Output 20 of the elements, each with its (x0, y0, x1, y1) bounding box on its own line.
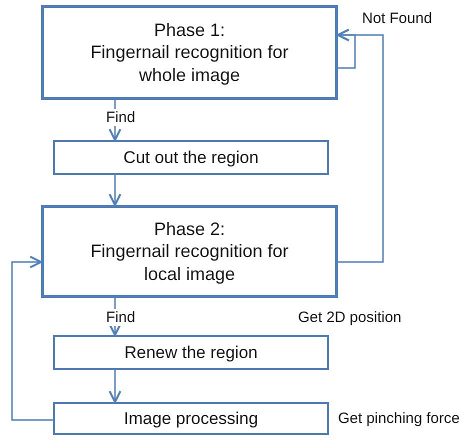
box-text: Fingernail recognition for local image (89, 240, 290, 286)
note-text: Get pinching force (337, 410, 461, 427)
box-text: Cut out the region (123, 146, 259, 168)
process-box (41, 5, 338, 100)
arrow (337, 28, 384, 263)
arrow (11, 256, 53, 421)
process-box (53, 140, 329, 175)
phase-heading: Phase 1: (154, 18, 226, 42)
box-text: Image processing (124, 408, 258, 430)
note-text: Get 2D position (297, 309, 402, 326)
edge-label: Find (104, 109, 138, 126)
box-text: Renew the region (124, 342, 258, 364)
process-box (41, 205, 338, 298)
phase-heading: Phase 2: (154, 218, 226, 240)
box-text: Fingernail recognition for whole image (89, 41, 290, 86)
process-box (53, 402, 329, 435)
edge-label: Find (104, 309, 138, 326)
arrow (108, 370, 122, 404)
process-box (53, 335, 329, 370)
arrow (108, 175, 122, 206)
